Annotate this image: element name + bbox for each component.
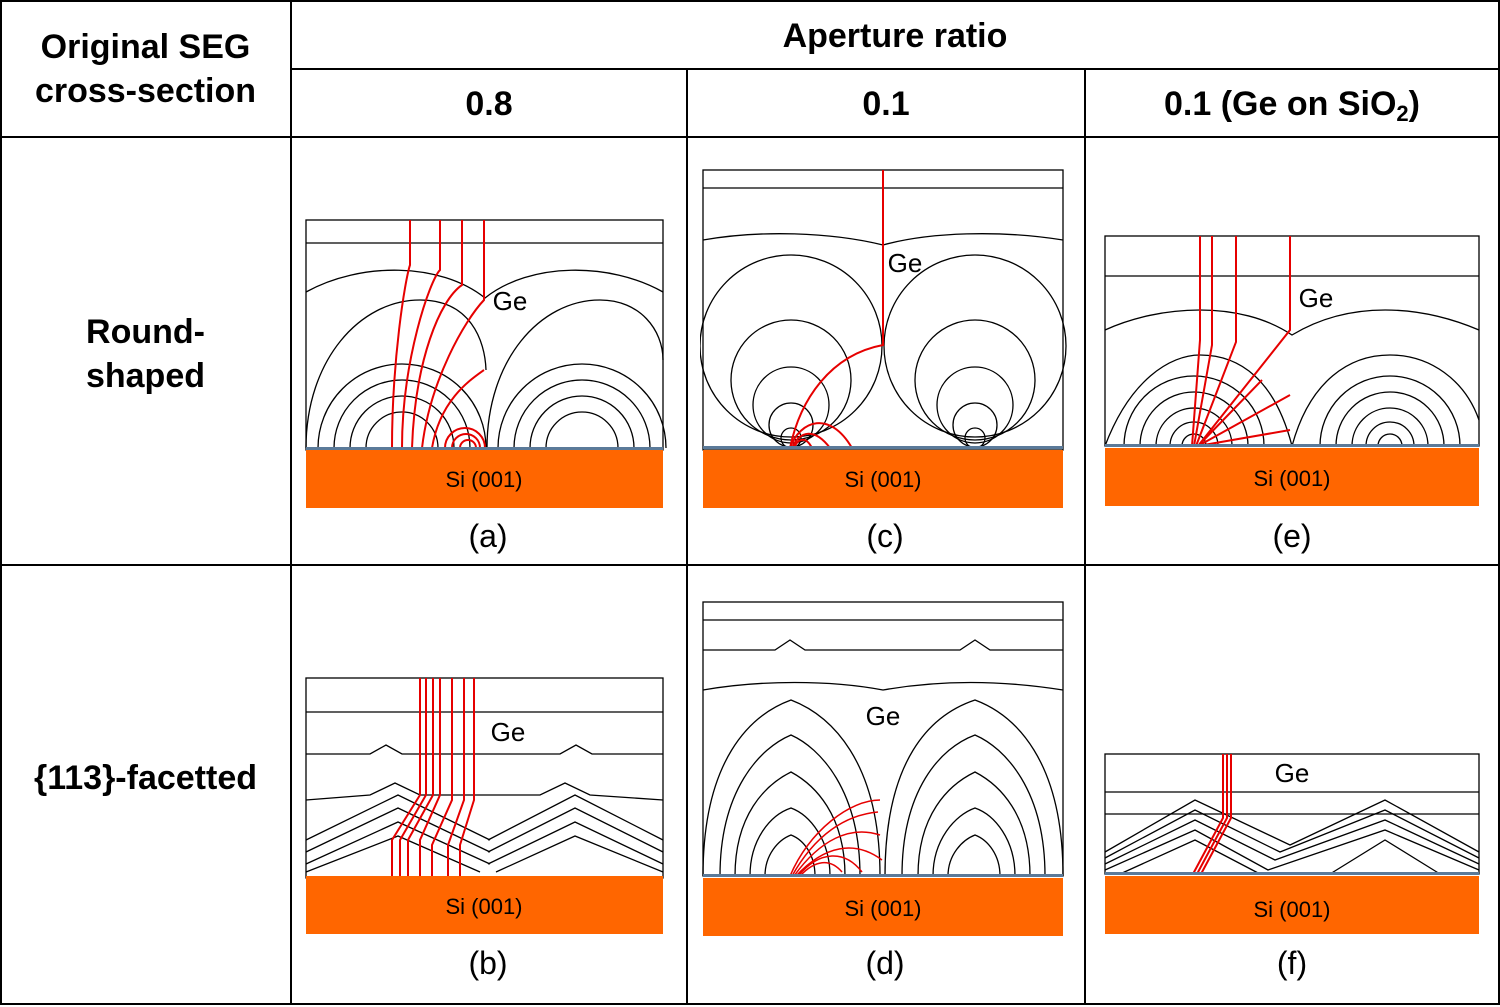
panel-b-substrate-label: Si (001) (445, 894, 522, 919)
panel-c-ge-label: Ge (888, 248, 923, 278)
corner-header-line1: Original SEG (40, 28, 251, 66)
corner-header-line2: cross-section (34, 72, 257, 110)
panel-b-ge-label: Ge (491, 717, 526, 747)
row-label-round-line2: shaped (85, 357, 206, 395)
panel-a-substrate (306, 450, 663, 508)
panel-f-substrate-label: Si (001) (1253, 897, 1330, 922)
panel-b-contours (305, 677, 664, 879)
panel-e-mask (1105, 444, 1479, 447)
panel-d-substrate-label: Si (001) (844, 896, 921, 921)
panel-e-substrate (1105, 448, 1479, 506)
col3-close: ) (1408, 85, 1420, 123)
panel-b: Ge Si (001) (305, 677, 664, 934)
col3-main: 0.1 (Ge on SiO (1164, 85, 1397, 123)
panel-f-ge-label: Ge (1275, 758, 1310, 788)
panel-d-mask (703, 874, 1063, 877)
panel-a: Ge Si (001) (305, 219, 667, 508)
panel-a-contours (305, 219, 667, 451)
panel-a-dislocations (391, 220, 486, 449)
col-header-0.8: 0.8 (465, 85, 513, 123)
caption-c: (c) (866, 518, 904, 554)
panel-a-mask (306, 447, 663, 450)
panel-c-substrate-label: Si (001) (844, 467, 921, 492)
panel-d-substrate (703, 878, 1063, 936)
panel-e-ge-label: Ge (1299, 283, 1334, 313)
caption-e: (e) (1272, 518, 1312, 554)
panel-e: Ge Si (001) (1104, 235, 1480, 506)
panel-b-substrate (306, 876, 663, 934)
panel-e-substrate-label: Si (001) (1253, 466, 1330, 491)
caption-d: (d) (865, 945, 905, 981)
caption-f: (f) (1276, 945, 1308, 981)
panel-d: Ge Si (001) (702, 601, 1064, 936)
corner-header: Original SEG cross-section (0, 25, 291, 113)
row-label-round: Round- shaped (0, 310, 291, 398)
panel-a-ge-label: Ge (493, 286, 528, 316)
panel-c: Ge Si (001) (700, 169, 1067, 508)
panel-b-dislocations (391, 678, 475, 876)
row-label-round-line1: Round- (86, 313, 205, 351)
panel-c-dislocations (789, 170, 884, 449)
col3-sub: 2 (1396, 101, 1409, 126)
panel-e-dislocations (1191, 236, 1291, 447)
panel-f-substrate (1105, 876, 1479, 934)
panel-d-ge-label: Ge (866, 701, 901, 731)
panel-a-substrate-label: Si (001) (445, 467, 522, 492)
panel-e-contours (1104, 235, 1480, 447)
panel-d-dislocations (789, 799, 883, 877)
panel-f-mask (1105, 872, 1479, 875)
panel-c-substrate (703, 450, 1063, 508)
caption-b: (b) (468, 945, 508, 981)
caption-a: (a) (468, 518, 508, 554)
row-label-facetted: {113}-facetted (33, 759, 257, 797)
col-header-ge-on-sio2: 0.1 (Ge on SiO2) (1085, 82, 1499, 136)
panel-d-contours (702, 601, 1064, 877)
panel-f: Ge Si (001) (1104, 753, 1480, 934)
aperture-ratio-header: Aperture ratio (782, 17, 1008, 55)
col-header-0.1: 0.1 (862, 85, 910, 123)
panel-c-mask (703, 446, 1063, 449)
panel-f-dislocations (1192, 754, 1232, 875)
